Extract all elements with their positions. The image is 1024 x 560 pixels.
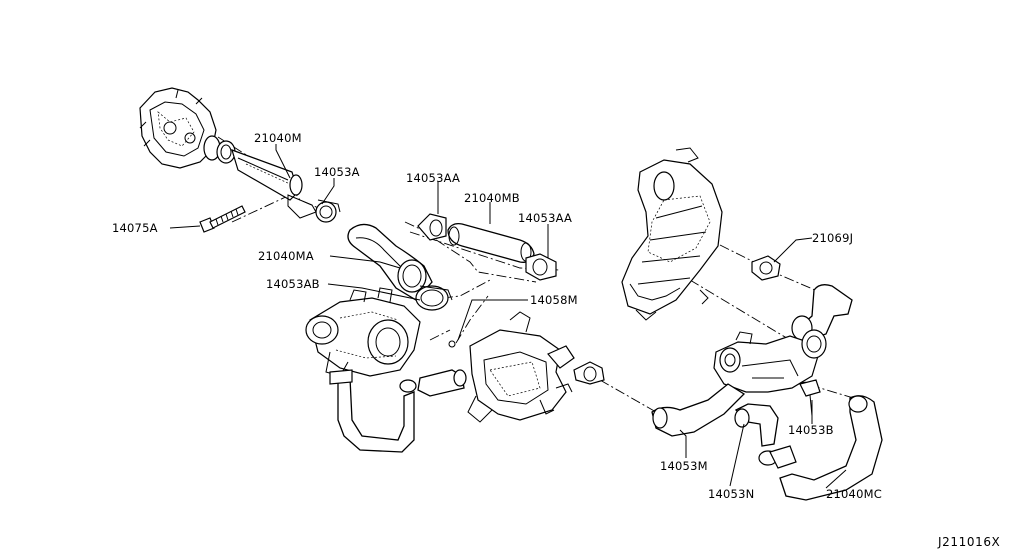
label-14053B: 14053B (788, 423, 834, 437)
label-14053A: 14053A (314, 165, 360, 179)
hose-21040MC (769, 395, 883, 501)
label-21040MA: 21040MA (258, 249, 314, 263)
part-labels: 21040M 14053A 14075A 21040MA 14053AB 140… (112, 131, 882, 501)
label-21040M: 21040M (254, 131, 302, 145)
label-14075A: 14075A (112, 221, 158, 235)
upper-right-elbow-hose (791, 284, 853, 341)
leader-lines (169, 144, 847, 489)
clamp-14053A (315, 199, 341, 223)
label-14053M: 14053M (660, 459, 708, 473)
label-21040MC: 21040MC (826, 487, 882, 501)
outlet-housing (713, 329, 827, 393)
diagram-code: J211016X (937, 535, 1000, 549)
hose-14053M (651, 383, 746, 437)
label-14053AB: 14053AB (266, 277, 320, 291)
fitting-21069J (751, 255, 781, 281)
egr-cooler-assembly (621, 147, 723, 321)
label-14053N: 14053N (708, 487, 754, 501)
bolt-14053B (799, 379, 821, 417)
engine-housing-top-left (139, 87, 221, 169)
clamp-14053AA-lower (525, 253, 557, 281)
label-14053AA-lower: 14053AA (518, 211, 572, 225)
assembly-guide-lines (217, 136, 861, 413)
pipe-14053N (734, 403, 779, 466)
label-14058M: 14058M (530, 293, 578, 307)
hose-21040MB (447, 222, 535, 263)
clamp-14053AA-upper (417, 213, 447, 241)
label-14053AA-upper: 14053AA (406, 171, 460, 185)
clamp-14058M (573, 361, 605, 385)
label-21040MB: 21040MB (464, 191, 520, 205)
bolt-14075A (199, 205, 246, 233)
pipe-21040M (231, 149, 317, 219)
clamp-14053AB (415, 285, 453, 311)
middle-hose (417, 340, 467, 397)
lower-pipe-turbo (329, 369, 417, 453)
turbo-housing (305, 287, 421, 377)
water-pump-housing (467, 311, 575, 423)
label-21069J: 21069J (812, 231, 853, 245)
hose-21040MA (347, 223, 433, 301)
